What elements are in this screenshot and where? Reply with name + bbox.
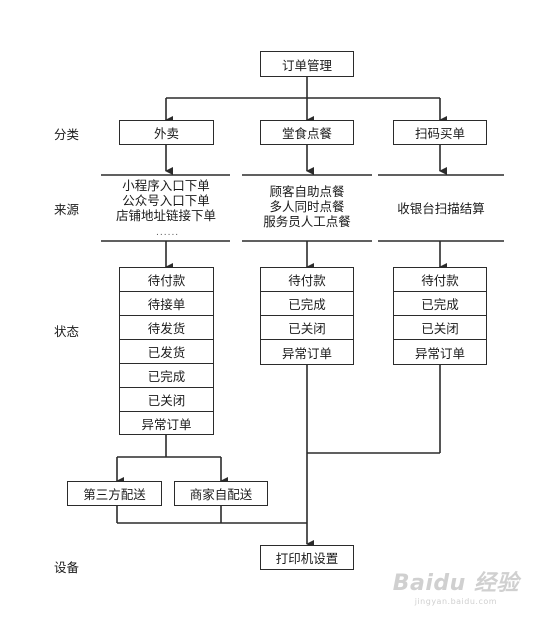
- source-dine-in-item: 服务员人工点餐: [263, 214, 351, 229]
- status-scan-abnormal: 异常订单: [393, 339, 487, 365]
- status-scan-closed: 已关闭: [393, 315, 487, 340]
- category-dine-in-node: 堂食点餐: [260, 120, 354, 145]
- source-takeout-more: ......: [156, 228, 180, 238]
- source-dine-in-item: 顾客自助点餐: [269, 184, 345, 199]
- row-label-category: 分类: [54, 127, 80, 142]
- status-takeout-pending-payment: 待付款: [119, 267, 214, 292]
- source-dine-in: 顾客自助点餐 多人同时点餐 服务员人工点餐: [242, 184, 372, 229]
- category-takeout-node: 外卖: [119, 120, 214, 145]
- status-scan-completed: 已完成: [393, 291, 487, 316]
- row-label-status: 状态: [54, 324, 80, 339]
- status-takeout-completed: 已完成: [119, 363, 214, 388]
- baidu-logo: Baidu 经验: [392, 571, 519, 596]
- status-takeout-closed: 已关闭: [119, 387, 214, 412]
- status-dine-in-abnormal: 异常订单: [260, 339, 354, 365]
- status-takeout-abnormal: 异常订单: [119, 411, 214, 435]
- delivery-third-party-node: 第三方配送: [67, 481, 162, 506]
- watermark-url: jingyan.baidu.com: [414, 597, 498, 606]
- source-takeout: 小程序入口下单 公众号入口下单 店铺地址链接下单: [101, 178, 231, 223]
- source-takeout-item: 店铺地址链接下单: [115, 208, 216, 223]
- source-takeout-item: 小程序入口下单: [122, 178, 210, 193]
- status-dine-in-completed: 已完成: [260, 291, 354, 316]
- printer-settings-node: 打印机设置: [260, 545, 354, 570]
- baidu-watermark: Baidu 经验 jingyan.baidu.com: [393, 565, 519, 606]
- row-label-device: 设备: [54, 560, 80, 575]
- delivery-merchant-node: 商家自配送: [174, 481, 268, 506]
- status-scan-pending-payment: 待付款: [393, 267, 487, 292]
- source-takeout-item: 公众号入口下单: [122, 193, 210, 208]
- status-dine-in-pending-payment: 待付款: [260, 267, 354, 292]
- status-dine-in-closed: 已关闭: [260, 315, 354, 340]
- status-takeout-pending-accept: 待接单: [119, 291, 214, 316]
- category-scan-node: 扫码买单: [393, 120, 487, 145]
- source-dine-in-item: 多人同时点餐: [269, 199, 345, 214]
- status-takeout-pending-ship: 待发货: [119, 315, 214, 340]
- source-scan: 收银台扫描结算: [378, 201, 504, 216]
- source-scan-item: 收银台扫描结算: [397, 201, 485, 216]
- order-management-node: 订单管理: [260, 51, 354, 77]
- status-takeout-shipped: 已发货: [119, 339, 214, 364]
- row-label-source: 来源: [54, 202, 80, 217]
